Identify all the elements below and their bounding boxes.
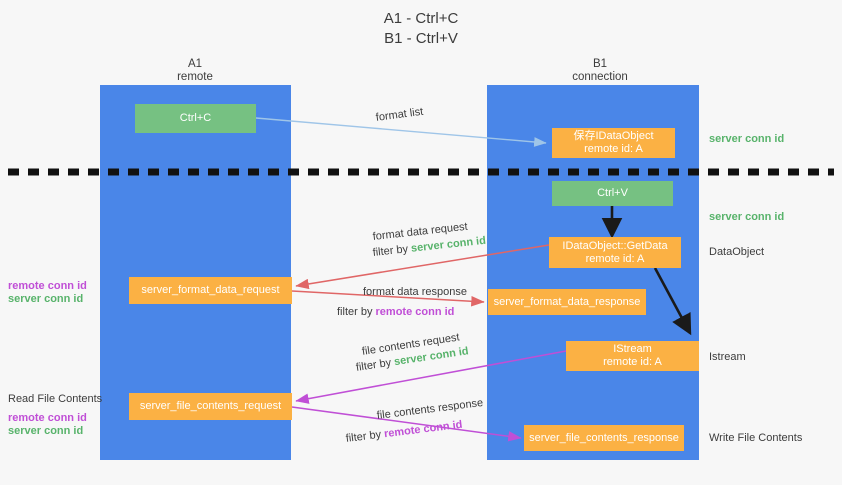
filter-by-text-3: filter by <box>355 356 393 374</box>
node-set-idataobject-line1: 保存IDataObject <box>573 130 654 142</box>
node-ctrl-v[interactable]: Ctrl+V <box>552 181 673 206</box>
right-annotation-server-conn-id-2: server conn id <box>709 211 785 223</box>
right-annotation-dataobject: DataObject <box>709 246 765 258</box>
node-idataobject-getdata-line2: remote id: A <box>585 252 645 265</box>
filter-by-text-1: filter by <box>372 243 409 259</box>
node-istream-line2: remote id: A <box>603 356 662 368</box>
column-a1-name: A1 <box>187 58 203 70</box>
filter-by-text-4: filter by <box>345 428 382 445</box>
edge-label-format-data-response: format data response <box>363 286 467 298</box>
column-b1-subtitle: connection <box>572 71 628 83</box>
edge-label-file-contents-response: file contents response <box>376 396 484 422</box>
title-line-2: B1 - Ctrl+V <box>384 30 458 47</box>
remote-conn-id-token-1: remote conn id <box>375 306 455 318</box>
left-annotation-remote-conn-id-1: remote conn id <box>8 280 87 292</box>
column-header-b1: B1 connection <box>525 58 675 84</box>
node-server-format-data-response-label: server_format_data_response <box>493 295 641 308</box>
node-set-idataobject-line2: remote id: A <box>584 143 643 155</box>
left-annotation-server-conn-id-1: server conn id <box>8 293 84 305</box>
right-annotation-write-file-contents: Write File Contents <box>709 432 803 444</box>
node-ctrl-v-label: Ctrl+V <box>597 187 628 199</box>
node-istream-line1: IStream <box>613 343 652 355</box>
filter-by-text-2: filter by <box>337 306 373 318</box>
title-line-1: A1 - Ctrl+C <box>383 10 459 27</box>
page-title: A1 - Ctrl+C B1 - Ctrl+V <box>0 9 842 49</box>
edge-label-format-list: format list <box>375 105 424 124</box>
node-idataobject-getdata-line1: IDataObject::GetData <box>562 239 668 252</box>
node-ctrl-c-label: Ctrl+C <box>179 112 212 124</box>
column-a1-subtitle: remote <box>177 71 213 83</box>
edge-filter-format-data-response: filter by remote conn id <box>337 305 454 319</box>
node-ctrl-c[interactable]: Ctrl+C <box>135 104 256 133</box>
node-server-format-data-response[interactable]: server_format_data_response <box>488 289 646 315</box>
node-server-file-contents-request-label: server_file_contents_request <box>139 400 282 412</box>
right-annotation-istream: Istream <box>709 351 746 363</box>
edge-filter-file-contents-response: filter by remote conn id <box>345 418 463 446</box>
node-server-format-data-request[interactable]: server_format_data_request <box>129 277 292 304</box>
node-idataobject-getdata[interactable]: IDataObject::GetData remote id: A <box>549 237 681 268</box>
node-server-file-contents-response[interactable]: server_file_contents_response <box>524 425 684 451</box>
right-annotation-server-conn-id-1: server conn id <box>709 133 785 145</box>
column-b1-name: B1 <box>592 58 608 70</box>
remote-conn-id-token-2: remote conn id <box>383 418 464 441</box>
node-server-file-contents-request[interactable]: server_file_contents_request <box>129 393 292 420</box>
column-header-a1: A1 remote <box>120 58 270 84</box>
node-istream[interactable]: IStream remote id: A <box>566 341 699 371</box>
node-server-format-data-request-label: server_format_data_request <box>141 284 280 296</box>
node-set-idataobject[interactable]: 保存IDataObject remote id: A <box>552 128 675 158</box>
left-annotation-remote-conn-id-2: remote conn id <box>8 412 87 424</box>
left-annotation-read-file-contents: Read File Contents <box>8 393 103 405</box>
left-annotation-server-conn-id-2: server conn id <box>8 425 84 437</box>
node-server-file-contents-response-label: server_file_contents_response <box>529 431 679 444</box>
